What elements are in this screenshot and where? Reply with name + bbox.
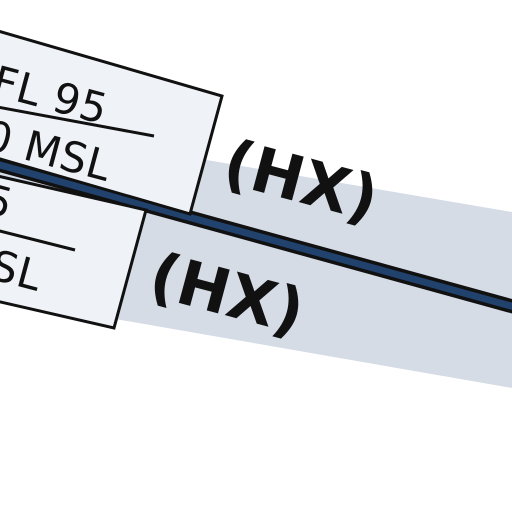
upper-label-frame [0, 30, 224, 216]
airway-line [0, 161, 512, 310]
upper-label-divider [0, 105, 155, 138]
lower-label-frame [0, 175, 148, 330]
lower-label-divider [0, 229, 76, 252]
lower-airspace-label-box: 5 SL [0, 174, 148, 330]
